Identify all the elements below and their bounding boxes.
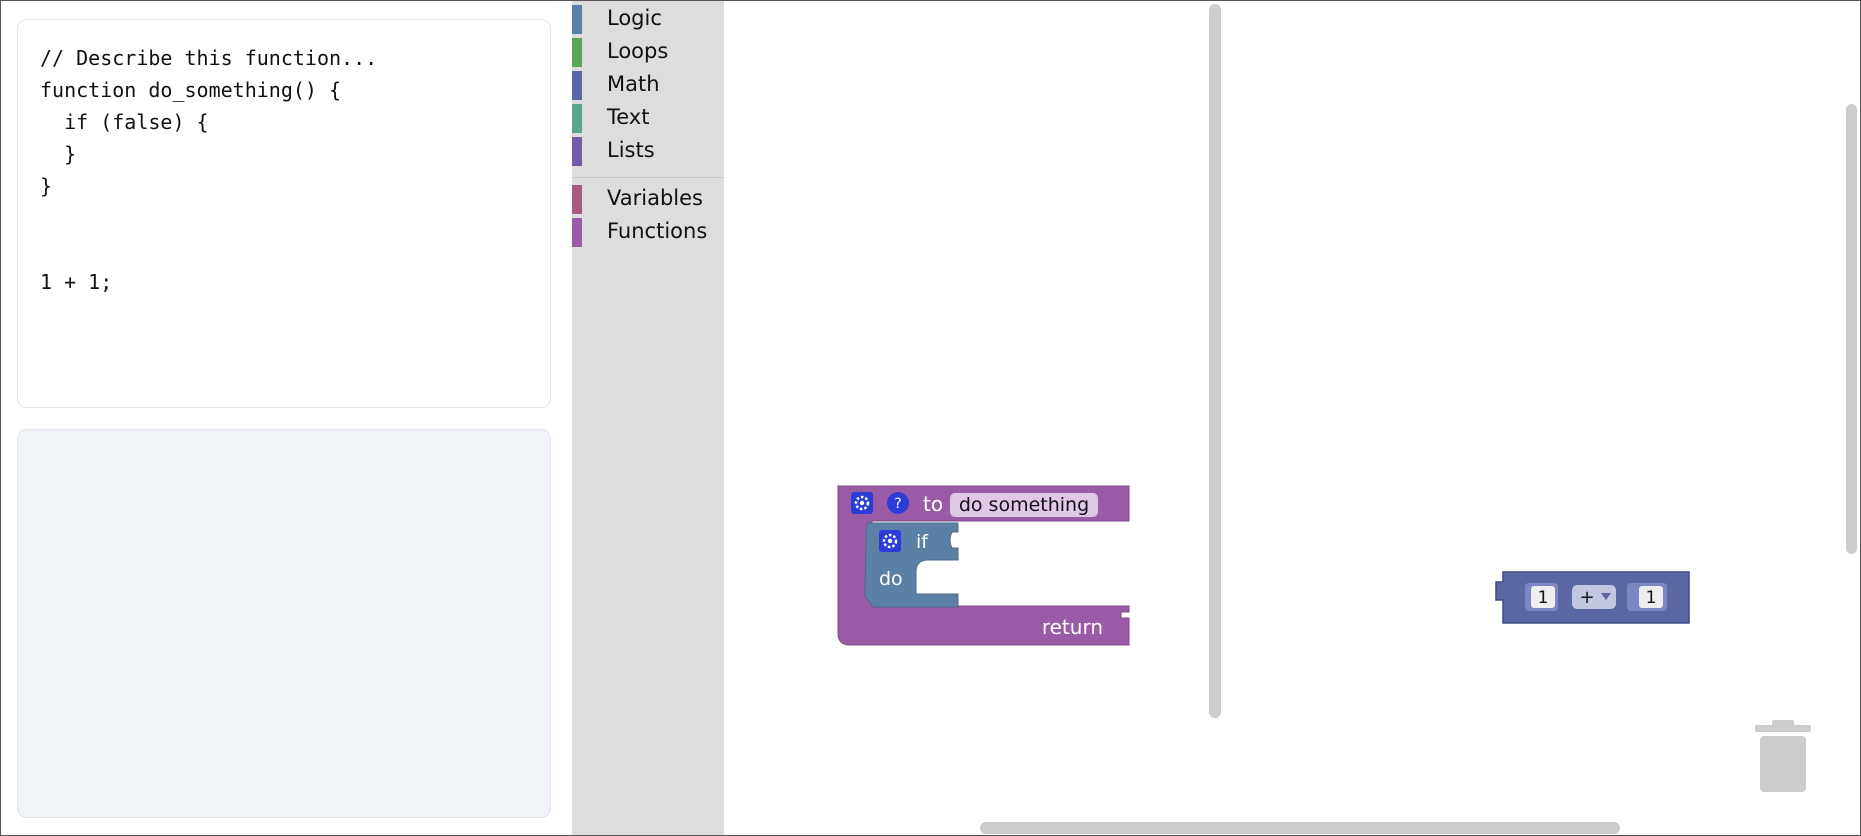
- code-line: }: [40, 174, 53, 198]
- toolbox-separator: [572, 177, 724, 178]
- category-color-swatch: [572, 38, 582, 67]
- code-line: }: [40, 142, 77, 166]
- procedure-block[interactable]: ? to do something return: [837, 485, 1130, 646]
- code-line: if (false) {: [40, 110, 209, 134]
- output-panel: [17, 429, 551, 818]
- category-label: Logic: [607, 6, 662, 30]
- left-number[interactable]: 1: [1538, 588, 1549, 608]
- toolbox-category-text[interactable]: Text: [572, 103, 724, 133]
- procedure-name[interactable]: do something: [959, 494, 1089, 516]
- category-color-swatch: [572, 185, 582, 214]
- category-label: Variables: [607, 186, 703, 210]
- category-color-swatch: [572, 104, 582, 133]
- left-number-field[interactable]: [1531, 586, 1555, 608]
- workspace-horizontal-scrollbar[interactable]: [980, 822, 1620, 834]
- operator-symbol: +: [1579, 587, 1594, 608]
- code-line: function do_something() {: [40, 78, 342, 102]
- generated-code: // Describe this function... function do_…: [40, 42, 377, 298]
- procedure-gear-icon[interactable]: [851, 492, 873, 514]
- dropdown-arrow-icon: [1601, 593, 1611, 600]
- procedure-return-label: return: [1042, 615, 1103, 639]
- toolbox-category-math[interactable]: Math: [572, 70, 724, 100]
- if-block[interactable]: if do: [864, 522, 959, 608]
- code-panel: // Describe this function... function do_…: [17, 19, 551, 408]
- help-icon[interactable]: ?: [887, 492, 909, 514]
- right-number-field[interactable]: [1639, 586, 1663, 608]
- category-label: Math: [607, 72, 660, 96]
- toolbox-category-lists[interactable]: Lists: [572, 136, 724, 166]
- category-color-swatch: [572, 5, 582, 34]
- workspace-vertical-scrollbar[interactable]: [1846, 104, 1857, 554]
- category-color-swatch: [572, 218, 582, 247]
- if-gear-icon[interactable]: [879, 530, 901, 552]
- right-number[interactable]: 1: [1646, 588, 1657, 608]
- operator-dropdown[interactable]: [1572, 585, 1616, 609]
- trash-can-icon[interactable]: [1752, 716, 1814, 794]
- category-color-swatch: [572, 71, 582, 100]
- do-label: do: [879, 568, 903, 590]
- toolbox-category-loops[interactable]: Loops: [572, 37, 724, 67]
- math-arithmetic-block[interactable]: 1 + 1: [1495, 571, 1690, 624]
- code-line: 1 + 1;: [40, 270, 113, 294]
- category-label: Loops: [607, 39, 669, 63]
- if-label: if: [916, 531, 929, 553]
- category-label: Text: [607, 105, 650, 129]
- procedure-name-field[interactable]: [950, 493, 1098, 517]
- toolbox-category-logic[interactable]: Logic: [572, 4, 724, 34]
- code-line: // Describe this function...: [40, 46, 378, 70]
- toolbox: Logic Loops Math Text Lists Variables Fu…: [572, 1, 724, 835]
- procedure-to-label: to: [923, 492, 943, 516]
- toolbox-category-variables[interactable]: Variables: [572, 184, 724, 214]
- category-label: Lists: [607, 138, 655, 162]
- blockly-workspace[interactable]: [724, 1, 1859, 835]
- help-glyph: ?: [894, 496, 901, 512]
- category-color-swatch: [572, 137, 582, 166]
- flyout-scrollbar[interactable]: [1209, 4, 1221, 718]
- category-label: Functions: [607, 219, 708, 243]
- toolbox-category-functions[interactable]: Functions: [572, 217, 724, 247]
